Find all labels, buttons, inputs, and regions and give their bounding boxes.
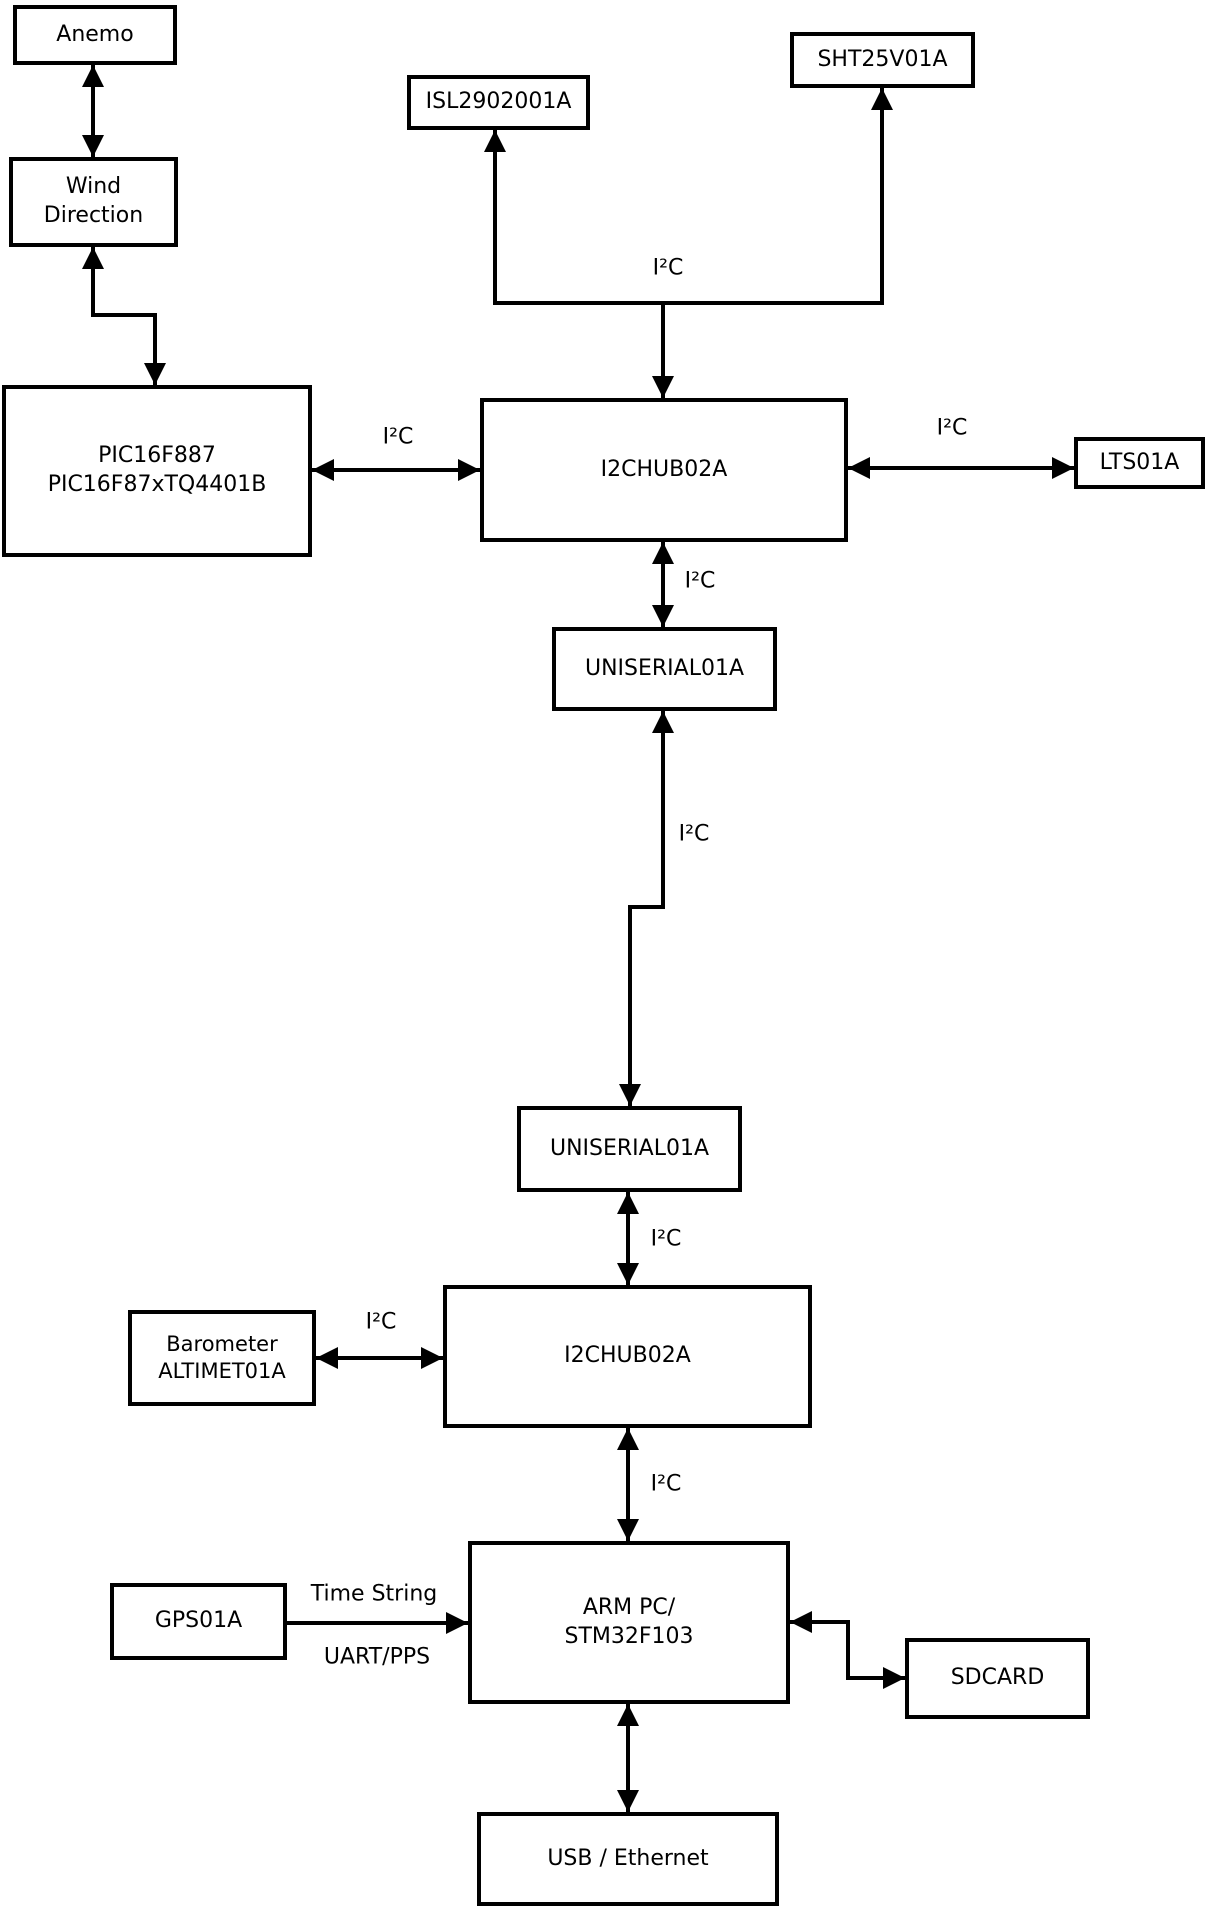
connector-arm-sdcard-seg1 (790, 1620, 850, 1624)
connector-hub1-lts (848, 466, 1074, 470)
arrowhead-up-icon (617, 1704, 639, 1726)
arrowhead-down-icon (617, 1263, 639, 1285)
arrowhead-up-icon (617, 1192, 639, 1214)
node-uniserial01a-1: UNISERIAL01A (552, 627, 777, 711)
arrowhead-down-icon (652, 605, 674, 627)
node-gps01a: GPS01A (110, 1583, 287, 1660)
edge-label-i2c: I²C (678, 821, 710, 847)
connector-arm-sdcard-seg2 (846, 1620, 850, 1680)
connector-bus-isl (493, 130, 497, 305)
connector-bus-sht (880, 88, 884, 305)
edge-label-i2c: I²C (650, 1226, 682, 1252)
connector-uniserial1-uniserial2-seg2 (628, 905, 665, 909)
arrowhead-up-icon (617, 1428, 639, 1450)
node-i2chub02a-2: I2CHUB02A (443, 1285, 812, 1428)
arrowhead-right-icon (883, 1667, 905, 1689)
node-arm-pc-stm32f103: ARM PC/ STM32F103 (468, 1541, 790, 1704)
arrowhead-left-icon (316, 1347, 338, 1369)
arrowhead-left-icon (312, 459, 334, 481)
node-isl2902001a: ISL2902001A (407, 75, 590, 130)
connector-arm-sdcard-seg3 (846, 1676, 905, 1680)
arrowhead-up-icon (484, 130, 506, 152)
arrowhead-down-icon (652, 376, 674, 398)
node-pic16f887: PIC16F887 PIC16F87xTQ4401B (2, 385, 312, 557)
connector-hub2-arm (626, 1428, 630, 1541)
arrowhead-up-icon (652, 542, 674, 564)
connector-bus-hub1 (661, 301, 665, 398)
arrowhead-down-icon (617, 1519, 639, 1541)
connector-bus-horizontal (493, 301, 884, 305)
node-uniserial01a-2: UNISERIAL01A (517, 1106, 742, 1192)
arrowhead-right-icon (446, 1612, 468, 1634)
arrowhead-left-icon (790, 1611, 812, 1633)
edge-label-i2c: I²C (684, 568, 716, 594)
edge-label-i2c: I²C (365, 1309, 397, 1335)
node-sdcard: SDCARD (905, 1638, 1090, 1719)
connector-gps-arm (287, 1621, 468, 1625)
node-lts01a: LTS01A (1074, 437, 1205, 489)
node-wind-direction: Wind Direction (9, 157, 178, 247)
arrowhead-right-icon (421, 1347, 443, 1369)
arrowhead-right-icon (1052, 457, 1074, 479)
arrowhead-up-icon (82, 65, 104, 87)
edge-label-i2c: I²C (382, 424, 414, 450)
arrowhead-down-icon (619, 1084, 641, 1106)
connector-anemo-wind (91, 65, 95, 157)
arrowhead-right-icon (458, 459, 480, 481)
arrowhead-up-icon (652, 711, 674, 733)
connector-barometer-hub2 (316, 1356, 443, 1360)
connector-uniserial1-uniserial2-seg3 (628, 905, 632, 1106)
node-sht25v01a: SHT25V01A (790, 32, 975, 88)
node-i2chub02a-1: I2CHUB02A (480, 398, 848, 542)
node-usb-ethernet: USB / Ethernet (477, 1812, 779, 1906)
edge-label-i2c: I²C (652, 255, 684, 281)
connector-wind-pic-seg3 (153, 313, 157, 385)
arrowhead-down-icon (617, 1790, 639, 1812)
arrowhead-up-icon (871, 88, 893, 110)
connector-uniserial1-uniserial2-seg1 (661, 711, 665, 909)
arrowhead-down-icon (144, 363, 166, 385)
arrowhead-left-icon (848, 457, 870, 479)
node-anemo: Anemo (13, 5, 177, 65)
edge-label-i2c: I²C (650, 1471, 682, 1497)
connector-hub1-uniserial1 (661, 542, 665, 627)
arrowhead-up-icon (82, 247, 104, 269)
connector-wind-pic-seg1 (91, 247, 95, 317)
connector-pic-hub1 (312, 468, 480, 472)
edge-label-uart-pps: UART/PPS (323, 1644, 431, 1670)
connector-uniserial2-hub2 (626, 1192, 630, 1285)
node-barometer-altimet01a: Barometer ALTIMET01A (128, 1310, 316, 1406)
edge-label-i2c: I²C (936, 415, 968, 441)
edge-label-time-string: Time String (310, 1581, 438, 1607)
connector-arm-usb (626, 1704, 630, 1812)
arrowhead-down-icon (82, 135, 104, 157)
connector-wind-pic-seg2 (91, 313, 157, 317)
